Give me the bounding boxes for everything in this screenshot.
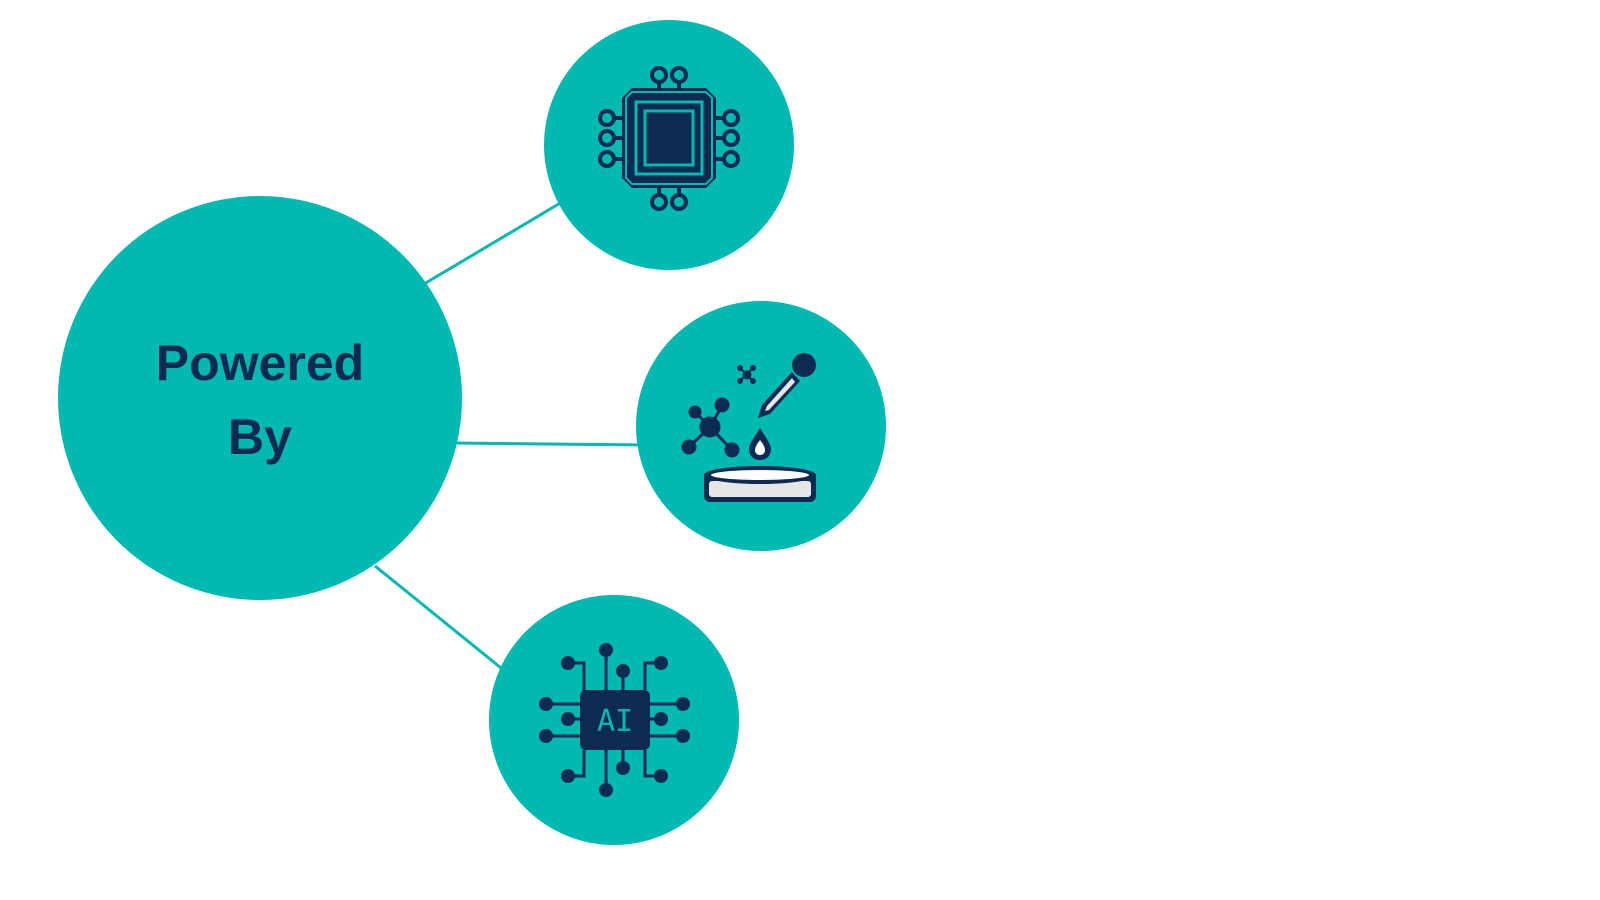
cpu-chip-icon	[598, 66, 740, 211]
dropper-icon	[758, 353, 816, 418]
lab-dropper-petri-dish-icon	[681, 353, 816, 502]
ai-chip-circuit-icon	[539, 643, 690, 797]
petri-dish-icon	[704, 466, 816, 502]
molecule-icon	[681, 397, 740, 458]
chemistry-circle	[636, 301, 886, 551]
chemistry-node	[636, 301, 886, 551]
processor-node	[544, 20, 794, 270]
hub-label-line2: By	[228, 409, 292, 465]
small-molecule-icon	[737, 365, 756, 384]
ai-node: AI	[489, 595, 739, 845]
connector-hub-to-processor	[423, 200, 563, 286]
hub-label-line1: Powered	[156, 335, 364, 391]
connector-hub-to-chemistry	[454, 441, 643, 447]
ai-chip-label: AI	[597, 704, 633, 739]
hub-node: Powered By	[58, 196, 462, 600]
hub-circle	[58, 196, 462, 600]
connector-hub-to-ai	[374, 564, 507, 674]
